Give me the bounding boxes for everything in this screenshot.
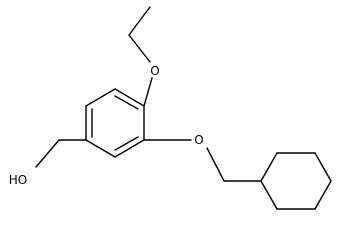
chemical-structure-diagram: O O HO <box>9 6 332 210</box>
ring-bond-c3-c4 <box>114 88 145 107</box>
cyclohexane-bond-4 <box>314 180 332 210</box>
hydroxymethyl-group: HO <box>9 139 87 187</box>
cyclohexane-ring <box>260 152 332 210</box>
cyclohexylmethoxy-group: O <box>143 133 332 210</box>
ring-double-bond-c3-c4 <box>114 95 139 110</box>
cyclohexane-bond-6 <box>260 180 278 210</box>
hydroxyl-label: HO <box>9 173 27 187</box>
ring-ether-oxygen-label: O <box>194 133 203 147</box>
ring-bond-c5-c6 <box>114 139 145 158</box>
bond-ethoxy-oxygen-to-ch2 <box>128 34 151 63</box>
bond-ether-oxygen-to-ch2 <box>206 147 225 182</box>
bond-ring-to-ethoxy-oxygen <box>143 77 153 107</box>
ethoxy-group: O <box>128 6 160 107</box>
ring-bond-c6-c1 <box>85 139 116 158</box>
cyclohexane-bond-3 <box>314 152 332 182</box>
benzene-ring <box>85 88 145 158</box>
ring-double-bond-c5-c6 <box>114 136 139 151</box>
ethoxy-oxygen-label: O <box>150 64 159 78</box>
bond-ch2-to-hydroxyl <box>35 139 60 168</box>
cyclohexane-bond-1 <box>260 152 278 182</box>
ring-bond-c2-c3 <box>85 88 116 107</box>
bond-ethyl-ch2-to-ch3 <box>128 6 151 36</box>
